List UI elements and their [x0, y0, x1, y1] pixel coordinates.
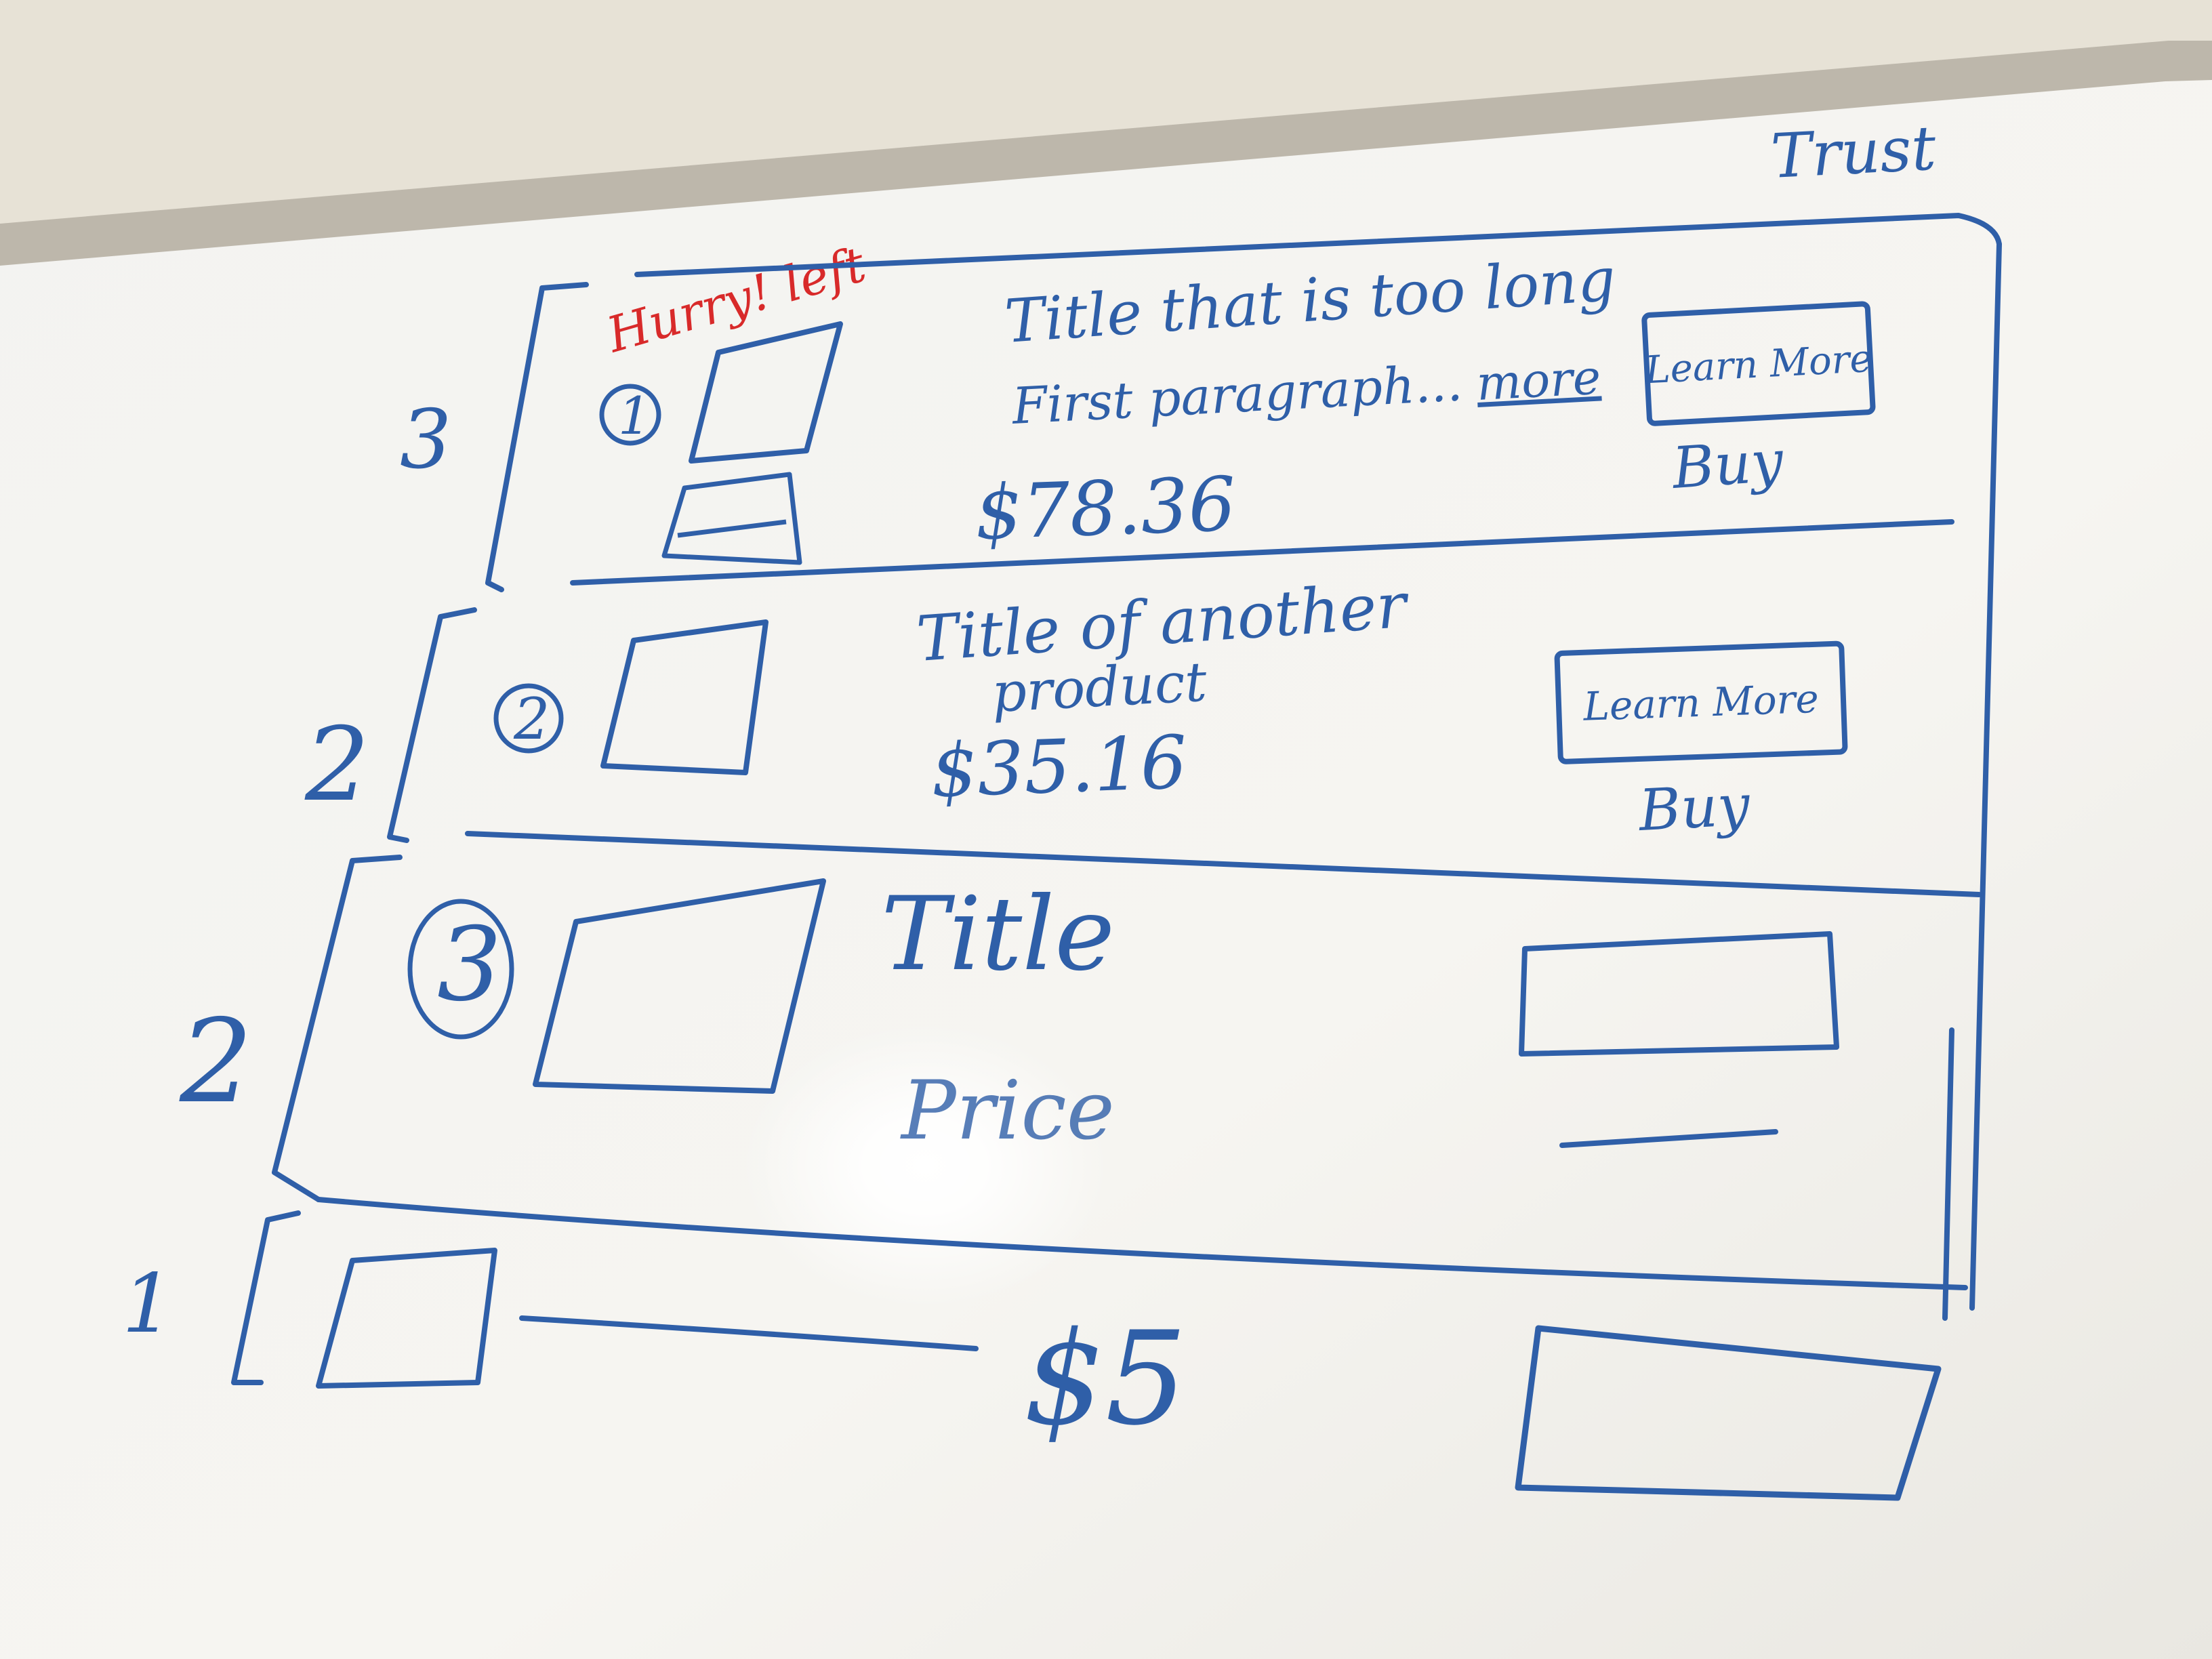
learn-more-label: Learn More [1582, 676, 1819, 730]
product-title-line-2: product [990, 650, 1209, 724]
button-placeholder[interactable] [1519, 931, 1839, 1057]
more-link[interactable]: more [1475, 349, 1602, 411]
rank-number-1: 1 [618, 386, 651, 446]
product-title: Title [881, 876, 1115, 994]
rank-number-3: 3 [437, 906, 501, 1024]
link-placeholder[interactable] [1559, 1129, 1778, 1148]
rank-circle-2 [493, 683, 564, 754]
product-price: Price [900, 1064, 1115, 1158]
board-surface [0, 80, 2212, 1659]
buy-link[interactable]: Buy [1669, 428, 1786, 501]
title-placeholder [519, 1315, 979, 1351]
rank-number-2: 2 [513, 686, 550, 752]
row-weight-4: 1 [122, 1257, 173, 1351]
product-price: $78.36 [973, 461, 1237, 556]
row-weight-3: 2 [179, 995, 253, 1129]
product-image-placeholder [689, 321, 843, 464]
product-row-3: 3 Title Price [407, 876, 1839, 1158]
product-price: $5 [1023, 1304, 1187, 1454]
row-weight-1: 3 [400, 393, 451, 487]
thumbnail-placeholder [661, 472, 802, 565]
row-weight-2: 2 [304, 706, 369, 824]
buy-link[interactable]: Buy [1636, 771, 1753, 844]
button-placeholder[interactable] [1515, 1325, 1942, 1501]
product-row-4: $5 [316, 1248, 1942, 1501]
product-price: $35.16 [930, 720, 1189, 814]
learn-more-button[interactable]: Learn More [1554, 640, 1848, 764]
trust-label: Trust [1769, 112, 1938, 192]
product-image-placeholder [600, 619, 769, 775]
layout-lines [231, 213, 2002, 1385]
product-image-placeholder [533, 878, 826, 1094]
rank-circle-3 [407, 899, 514, 1040]
product-image-placeholder [316, 1248, 497, 1389]
rank-circle-1 [599, 384, 661, 446]
